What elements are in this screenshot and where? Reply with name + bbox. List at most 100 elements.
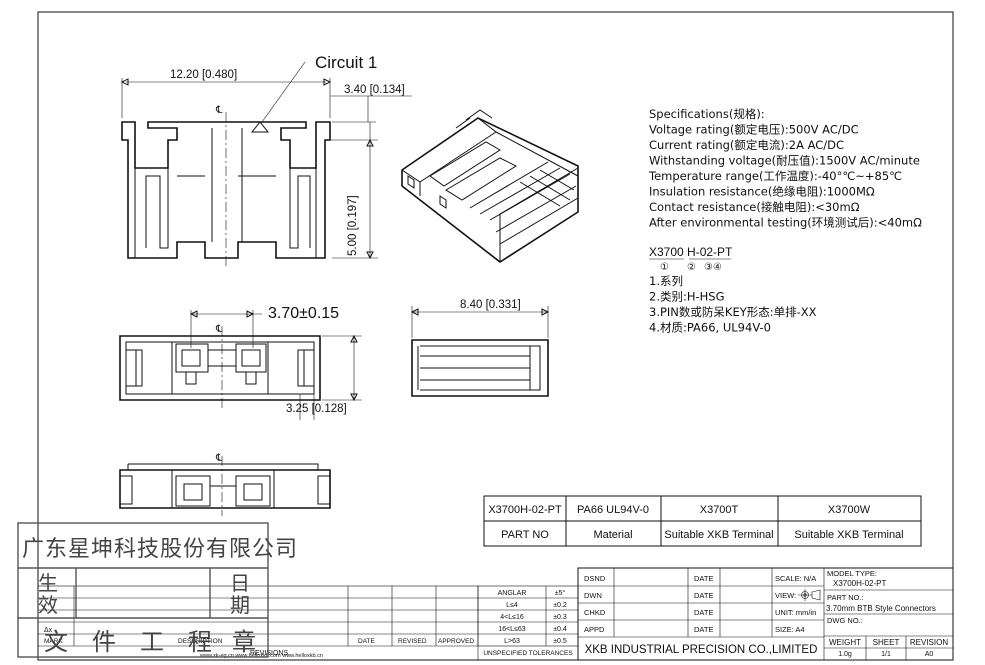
table-cell: Suitable XKB Terminal xyxy=(664,529,773,541)
stamp-char: 程 xyxy=(188,628,212,656)
part-code: X3700 H-02-PT ① ② ③④ 1.系列 2.类别:H-HSG 3.P… xyxy=(649,245,817,335)
website-urls: www.xk-eg.cn www.helloxkb.com www.hellox… xyxy=(199,653,323,659)
sheet-label: SHEET xyxy=(873,638,900,647)
stamp-company-name: 广东星坤科技股份有限公司 xyxy=(22,537,298,562)
company-stamp: 广东星坤科技股份有限公司 生 效 日 期 文 件 工 程 章 xyxy=(17,522,298,658)
spec-line: Current rating(额定电流):2A AC/DC xyxy=(649,138,844,152)
centerline-mark-bottom: ℄ xyxy=(215,453,223,464)
centerline-mark-top: ℄ xyxy=(215,324,223,335)
role-label: DSND xyxy=(584,574,606,583)
bottom-view xyxy=(119,456,331,516)
legend-line: 3.PIN数或防呆KEY形态:单排-XX xyxy=(649,305,817,319)
revision-label: REVISION xyxy=(910,638,948,647)
circuit-label: Circuit 1 xyxy=(315,53,377,72)
role-label: CHKD xyxy=(584,608,606,617)
part-code-marker: ③④ xyxy=(704,262,722,273)
isometric-view xyxy=(401,109,579,263)
revision-header: DATE xyxy=(358,638,376,645)
tol-value: ±0.4 xyxy=(553,626,567,633)
tol-value: ±0.5 xyxy=(553,638,567,645)
tolerance-block: ANGLAR ±5° L≤4 ±0.2 4<L≤16 ±0.3 16<L≤63 … xyxy=(477,585,579,657)
part-table: X3700H-02-PT PA66 UL94V-0 X3700T X3700W … xyxy=(483,495,922,547)
tol-range: L>63 xyxy=(504,638,520,645)
stamp-char: 日 xyxy=(230,571,250,595)
tol-value: ±0.3 xyxy=(553,614,567,621)
spec-line: Temperature range(工作温度):-40°℃~+85℃ xyxy=(648,169,902,183)
mark-label: MARK xyxy=(44,638,63,645)
tol-range: 4<L≤16 xyxy=(500,614,524,621)
spec-line: Voltage rating(额定电压):500V AC/DC xyxy=(649,123,859,137)
unit-label: UNIT: mm/in xyxy=(775,608,816,617)
tol-range: ANGLAR xyxy=(498,590,527,597)
description-header: DESCRIPTION xyxy=(178,638,223,645)
dim-width: 12.20 [0.480] xyxy=(170,69,237,81)
part-code-marker: ① xyxy=(660,262,669,273)
table-cell: X3700T xyxy=(700,504,739,516)
revision-value: A0 xyxy=(925,651,934,658)
centerline-mark-front: ℄ xyxy=(215,105,223,116)
model-type-value: X3700H-02-PT xyxy=(833,579,886,588)
dwg-no-label: DWG NO.: xyxy=(827,616,863,625)
tol-range: L≤4 xyxy=(506,602,518,609)
spec-line: Insulation resistance(绝缘电阻):1000MΩ xyxy=(649,185,875,199)
company-name: XKB INDUSTRIAL PRECISION CO.,LIMITED xyxy=(585,644,818,656)
dim-bottom: 3.25 [0.128] xyxy=(286,403,347,415)
front-view xyxy=(120,61,412,268)
scale-label: SCALE: N/A xyxy=(775,574,816,583)
weight-value: 1.0g xyxy=(838,651,852,658)
dim-side: 8.40 [0.331] xyxy=(460,299,521,311)
title-block: DSND DWN CHKD APPD DATE DATE DATE DATE S… xyxy=(577,567,954,661)
revision-header: APPROVED xyxy=(438,638,474,645)
stamp-char: 件 xyxy=(92,628,116,656)
date-label: DATE xyxy=(694,574,713,583)
side-view xyxy=(410,306,550,397)
sheet-value: 1/1 xyxy=(881,651,891,658)
spec-line: Withstanding voltage(耐压值):1500V AC/minut… xyxy=(649,154,920,168)
dim-height: 5.00 [0.197] xyxy=(347,195,359,256)
top-view xyxy=(119,310,362,420)
part-no-label: PART NO.: xyxy=(827,593,864,602)
weight-label: WEIGHT xyxy=(829,638,861,647)
legend-line: 1.系列 xyxy=(649,274,683,288)
revisions-title: REVISIONS xyxy=(250,650,288,657)
stamp-char: 文 xyxy=(44,628,68,656)
model-type-label: MODEL TYPE: xyxy=(827,569,877,578)
role-label: DWN xyxy=(584,591,602,600)
revision-header: REVISED xyxy=(398,638,427,645)
tol-value: ±5° xyxy=(555,589,566,597)
projection-symbol-icon xyxy=(798,589,821,601)
part-code-marker: ② xyxy=(687,262,696,273)
stamp-char: 工 xyxy=(140,628,164,656)
spec-line: Specifications(规格): xyxy=(649,107,765,121)
role-label: APPD xyxy=(584,625,605,634)
tol-value: ±0.2 xyxy=(553,602,567,609)
dim-top: 3.40 [0.134] xyxy=(344,84,405,96)
date-label: DATE xyxy=(694,608,713,617)
tol-range: 16<L≤63 xyxy=(498,626,526,633)
view-label: VIEW: xyxy=(775,591,796,600)
table-cell: PA66 UL94V-0 xyxy=(577,504,649,516)
table-cell: PART NO xyxy=(501,529,549,541)
stamp-char: 期 xyxy=(230,593,250,617)
dim-pitch: 3.70±0.15 xyxy=(268,305,339,322)
date-label: DATE xyxy=(694,591,713,600)
table-cell: X3700H-02-PT xyxy=(488,504,562,516)
part-no-value: 3.70mm BTB Style Connectors xyxy=(826,604,936,613)
stamp-char: 效 xyxy=(38,593,58,617)
spec-line: After environmental testing(环境测试后):<40mΩ xyxy=(649,216,922,230)
part-code-text: X3700 H-02-PT xyxy=(649,245,733,259)
table-cell: X3700W xyxy=(828,504,871,516)
date-label: DATE xyxy=(694,625,713,634)
stamp-char: 生 xyxy=(38,571,58,595)
size-label: SIZE: A4 xyxy=(775,625,805,634)
table-cell: Suitable XKB Terminal xyxy=(794,529,903,541)
mark-label: Δx xyxy=(44,627,53,634)
spec-line: Contact resistance(接触电阻):<30mΩ xyxy=(649,200,860,214)
table-cell: Material xyxy=(593,529,632,541)
specifications: Specifications(规格): Voltage rating(额定电压)… xyxy=(648,107,922,230)
legend-line: 2.类别:H-HSG xyxy=(649,290,725,304)
sheet-border xyxy=(37,11,954,661)
stamp-char: 章 xyxy=(232,628,256,656)
legend-line: 4.材质:PA66, UL94V-0 xyxy=(649,321,771,335)
